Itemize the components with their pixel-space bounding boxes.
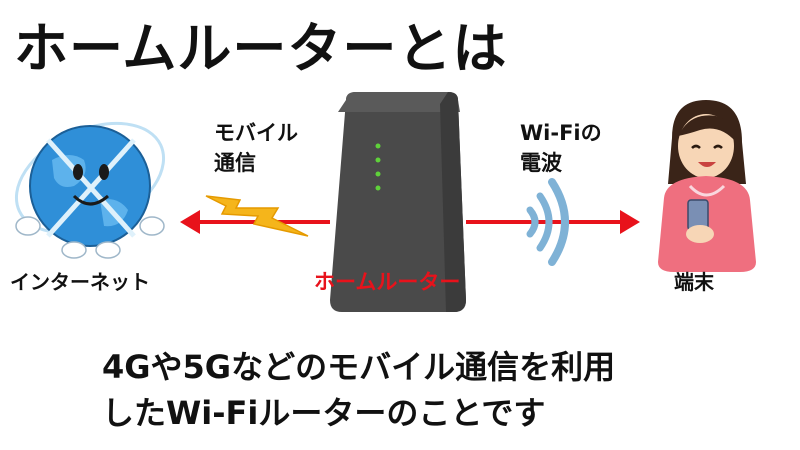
mobile-label-line1: モバイル xyxy=(214,121,298,145)
router-label: ホームルーター xyxy=(314,270,461,294)
description: 4Gや5Gなどのモバイル通信を利用 したWi-Fiルーターのことです xyxy=(102,344,615,436)
arrow-right xyxy=(466,210,640,234)
page-title: ホームルーターとは xyxy=(14,17,508,80)
wifi-label-line1: Wi-Fiの xyxy=(520,121,602,145)
internet-label: インターネット xyxy=(10,270,150,294)
description-line2: したWi-Fiルーターのことです xyxy=(102,394,546,432)
terminal-label: 端末 xyxy=(674,270,714,294)
lightning-bolt-icon xyxy=(205,195,309,237)
description-line1: 4Gや5Gなどのモバイル通信を利用 xyxy=(102,348,616,386)
globe-character-icon xyxy=(14,121,166,259)
mobile-communication-label: モバイル 通信 xyxy=(214,118,298,178)
router-device-icon xyxy=(330,92,466,312)
wifi-label-line2: 電波 xyxy=(520,151,562,175)
wifi-waves-icon xyxy=(526,178,569,266)
mobile-label-line2: 通信 xyxy=(214,151,256,175)
wifi-signal-label: Wi-Fiの 電波 xyxy=(520,118,602,178)
person-with-phone-icon xyxy=(658,100,756,272)
